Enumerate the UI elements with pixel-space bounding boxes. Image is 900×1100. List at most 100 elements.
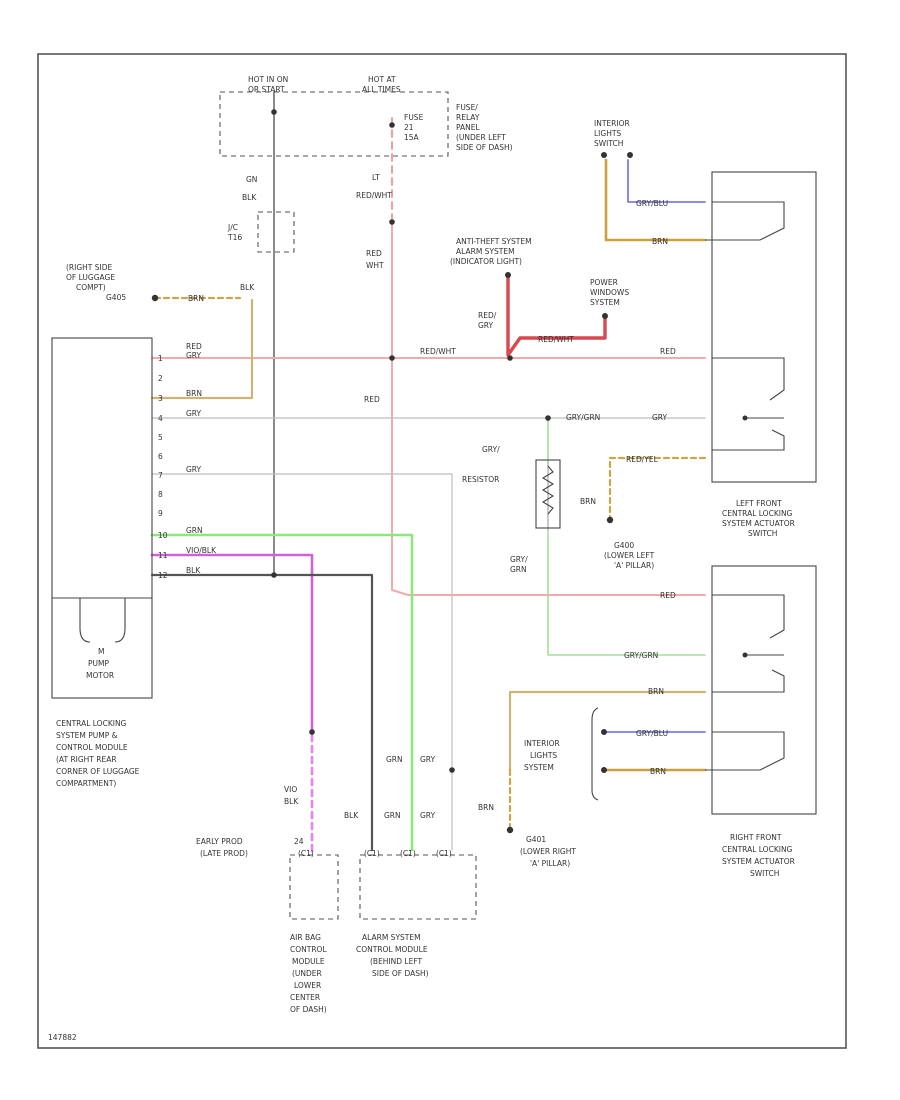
pin12-wire-label: BLK — [186, 566, 201, 575]
g401-label: G401 (LOWER RIGHT 'A' PILLAR) — [520, 835, 576, 868]
gry-alarm-label: GRY — [420, 811, 436, 820]
svg-text:OF DASH): OF DASH) — [290, 1005, 327, 1014]
wire-brn-interior-switch — [604, 158, 707, 242]
svg-text:CENTRAL LOCKING: CENTRAL LOCKING — [56, 719, 127, 728]
red-right-label: RED — [660, 591, 676, 600]
svg-text:ANTI-THEFT SYSTEM: ANTI-THEFT SYSTEM — [456, 237, 532, 246]
brn-g401-label: BRN — [478, 803, 494, 812]
svg-text:ALARM SYSTEM: ALARM SYSTEM — [362, 933, 421, 942]
hot-at-all-times-label: HOT AT ALL TIMES — [362, 75, 401, 94]
blk-alarm-label: BLK — [344, 811, 359, 820]
svg-text:SWITCH: SWITCH — [594, 139, 623, 148]
svg-text:J/C: J/C — [227, 223, 238, 232]
svg-text:8: 8 — [158, 490, 163, 499]
svg-text:G400: G400 — [614, 541, 634, 550]
pump-motor-symbol — [79, 598, 126, 643]
red-v2-label: RED — [364, 395, 380, 404]
ground-g405-label: (RIGHT SIDE OF LUGGAGE COMPT) G405 — [66, 263, 126, 302]
brn-right-lights-label: BRN — [650, 767, 666, 776]
air-bag-module-box — [289, 854, 339, 920]
early-late-prod-label: EARLY PROD (LATE PROD) — [196, 837, 248, 858]
grn-alarm-label: GRN — [384, 811, 401, 820]
gry-h-label: GRY — [652, 413, 668, 422]
pin1-wire-label: RED GRY — [186, 342, 202, 360]
power-windows-label: POWER WINDOWS SYSTEM — [590, 278, 629, 307]
svg-text:HOT AT: HOT AT — [368, 75, 396, 84]
gry-vertical-label: GRY — [420, 755, 436, 764]
svg-text:(AT RIGHT REAR: (AT RIGHT REAR — [56, 755, 117, 764]
gry-grn-v-label: GRY/ GRN — [510, 555, 528, 574]
alarm-module-box — [359, 854, 477, 920]
brn-right-label: BRN — [648, 687, 664, 696]
wire-gry-pin7 — [151, 473, 453, 851]
svg-text:SWITCH: SWITCH — [748, 529, 777, 538]
wire-brn-ground-label: BRN — [188, 294, 204, 303]
svg-text:GRY/: GRY/ — [510, 555, 528, 564]
svg-text:M: M — [98, 647, 104, 656]
interior-lights-system-label: INTERIOR LIGHTS SYSTEM — [524, 739, 560, 772]
wire-red-wht-vertical — [391, 219, 706, 596]
svg-text:FUSE: FUSE — [404, 113, 424, 122]
svg-text:AIR BAG: AIR BAG — [290, 933, 321, 942]
ground-g405-symbol — [151, 294, 159, 302]
wire-red-yel — [608, 456, 707, 520]
svg-text:VIO: VIO — [284, 785, 297, 794]
fuse-relay-panel-box — [219, 91, 449, 157]
gry-grn-h-label: GRY/GRN — [566, 413, 600, 422]
wire-vio-blk-pin11 — [150, 553, 314, 732]
svg-text:LIGHTS: LIGHTS — [530, 751, 557, 760]
svg-text:POWER: POWER — [590, 278, 618, 287]
svg-text:SIDE OF DASH): SIDE OF DASH) — [456, 143, 513, 152]
svg-text:LIGHTS: LIGHTS — [594, 129, 621, 138]
jc-t16-box — [257, 211, 295, 253]
vio-blk-v-label: VIO BLK — [284, 785, 299, 806]
svg-text:SYSTEM ACTUATOR: SYSTEM ACTUATOR — [722, 519, 795, 528]
red-gry-label-1: RED/ — [478, 311, 497, 320]
svg-text:SYSTEM PUMP &: SYSTEM PUMP & — [56, 731, 118, 740]
svg-text:FUSE/: FUSE/ — [456, 103, 478, 112]
brn-switch-label: BRN — [652, 237, 668, 246]
brn-g400-label: BRN — [580, 497, 596, 506]
svg-text:CONTROL MODULE: CONTROL MODULE — [56, 743, 128, 752]
svg-text:RED: RED — [366, 249, 382, 258]
svg-text:SYSTEM: SYSTEM — [590, 298, 620, 307]
ground-g401-symbol — [506, 826, 514, 834]
fuse-relay-panel-label: FUSE/ RELAY PANEL (UNDER LEFT SIDE OF DA… — [456, 103, 513, 152]
svg-text:(BEHIND LEFT: (BEHIND LEFT — [370, 957, 423, 966]
svg-text:PUMP: PUMP — [88, 659, 109, 668]
svg-text:4: 4 — [158, 414, 163, 423]
svg-text:LEFT FRONT: LEFT FRONT — [736, 499, 782, 508]
svg-text:RED: RED — [186, 342, 202, 351]
g400-label: G400 (LOWER LEFT 'A' PILLAR) — [604, 541, 655, 570]
svg-text:GRN: GRN — [510, 565, 527, 574]
svg-text:9: 9 — [158, 509, 163, 518]
svg-text:GN: GN — [246, 175, 257, 184]
svg-text:LOWER: LOWER — [294, 981, 321, 990]
svg-text:ALL TIMES: ALL TIMES — [362, 85, 401, 94]
wire-gry-grn — [547, 417, 706, 656]
diagram-frame — [37, 53, 847, 1049]
svg-text:CENTRAL LOCKING: CENTRAL LOCKING — [722, 845, 793, 854]
right-front-actuator-box — [711, 565, 817, 815]
svg-text:'A' PILLAR): 'A' PILLAR) — [614, 561, 654, 570]
svg-text:PANEL: PANEL — [456, 123, 481, 132]
svg-text:1: 1 — [158, 354, 163, 363]
wire-red-gry-antitheft — [506, 273, 607, 357]
svg-text:G401: G401 — [526, 835, 546, 844]
gry-grn-right-label: GRY/GRN — [624, 651, 658, 660]
gry-blu-right-label: GRY/BLU — [636, 729, 668, 738]
svg-text:7: 7 — [158, 471, 163, 480]
svg-text:SYSTEM ACTUATOR: SYSTEM ACTUATOR — [722, 857, 795, 866]
ground-g400-symbol — [606, 516, 614, 524]
antitheft-indicator-label: ANTI-THEFT SYSTEM ALARM SYSTEM (INDICATO… — [450, 237, 532, 266]
svg-text:OR START: OR START — [248, 85, 285, 94]
svg-text:5: 5 — [158, 433, 163, 442]
red-yel-label: RED/YEL — [626, 455, 659, 464]
left-front-actuator-box — [711, 171, 817, 483]
wire-gn-blk-label: GN BLK — [242, 175, 257, 202]
svg-text:(LATE PROD): (LATE PROD) — [200, 849, 248, 858]
interior-lights-switch-label: INTERIOR LIGHTS SWITCH — [594, 119, 630, 148]
svg-text:COMPT): COMPT) — [76, 283, 106, 292]
svg-text:EARLY PROD: EARLY PROD — [196, 837, 243, 846]
gry-grn-top-label: GRY/ — [482, 445, 500, 454]
